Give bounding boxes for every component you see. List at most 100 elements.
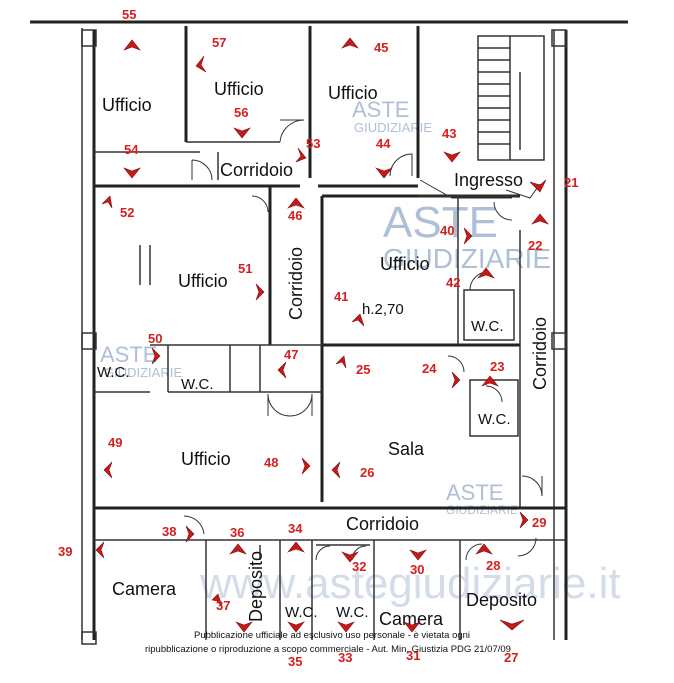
viewpoint-arrow-icon bbox=[287, 541, 305, 553]
viewpoint-arrow-icon bbox=[463, 227, 473, 245]
point-number: 44 bbox=[376, 136, 391, 151]
point-number: 53 bbox=[306, 136, 320, 151]
viewpoint-arrow-icon bbox=[477, 267, 495, 279]
point-number: 52 bbox=[120, 205, 134, 220]
walls bbox=[30, 20, 628, 645]
room-labels: Ufficio Ufficio Ufficio Corridoio Ingres… bbox=[97, 79, 550, 629]
viewpoint-arrow-icon bbox=[481, 375, 499, 387]
viewpoint-arrow-icon bbox=[287, 621, 305, 633]
point-number: 28 bbox=[486, 558, 500, 573]
point-numbers: 55 57 45 56 43 53 44 54 21 52 46 40 22 5… bbox=[58, 7, 578, 669]
viewpoint-arrow-icon bbox=[409, 549, 427, 561]
viewpoint-arrow-icon bbox=[101, 195, 113, 209]
doors bbox=[183, 119, 543, 561]
point-number: 39 bbox=[58, 544, 72, 559]
viewpoint-arrow-icon bbox=[403, 621, 421, 633]
footer-line-1: Pubblicazione ufficiale ad esclusivo uso… bbox=[194, 630, 470, 641]
viewpoint-arrow-icon bbox=[255, 283, 265, 301]
viewpoint-arrow-icon bbox=[301, 457, 311, 475]
point-number: 21 bbox=[564, 175, 578, 190]
viewpoint-arrow-icon bbox=[531, 213, 549, 225]
point-number: 26 bbox=[360, 465, 374, 480]
viewpoint-arrow-icon bbox=[295, 147, 307, 163]
viewpoint-arrow-icon bbox=[233, 127, 251, 139]
room-label: Corridoio bbox=[220, 160, 293, 180]
viewpoint-arrow-icon bbox=[475, 543, 493, 555]
point-number: 54 bbox=[124, 142, 139, 157]
point-number: 37 bbox=[216, 598, 230, 613]
room-label: Corridoio bbox=[530, 317, 550, 390]
point-number: 43 bbox=[442, 126, 456, 141]
watermark-aste: ASTE bbox=[100, 342, 157, 367]
room-label: Ufficio bbox=[214, 79, 264, 99]
room-label: W.C. bbox=[471, 318, 504, 335]
viewpoint-arrow-icon bbox=[211, 593, 223, 607]
watermark-layer: ASTE GIUDIZIARIE ASTE GIUDIZIARIE ASTE G… bbox=[100, 97, 621, 608]
watermark-giudiziarie: GIUDIZIARIE bbox=[354, 120, 432, 135]
room-label: Ingresso bbox=[454, 170, 523, 190]
point-number: 34 bbox=[288, 521, 303, 536]
point-number: 29 bbox=[532, 515, 546, 530]
viewpoint-arrow-icon bbox=[499, 619, 525, 631]
point-number: 47 bbox=[284, 347, 298, 362]
point-number: 27 bbox=[504, 650, 518, 665]
point-number: 23 bbox=[490, 359, 504, 374]
viewpoint-arrow-icon bbox=[195, 55, 207, 73]
room-label: W.C. bbox=[97, 364, 130, 381]
point-number: 22 bbox=[528, 238, 542, 253]
viewpoint-arrow-icon bbox=[529, 179, 547, 193]
point-number: 48 bbox=[264, 455, 278, 470]
point-number: 36 bbox=[230, 525, 244, 540]
viewpoint-arrow-icon bbox=[185, 525, 195, 543]
watermark-giudiziarie: GIUDIZIARIE bbox=[383, 243, 551, 274]
point-number: 24 bbox=[422, 361, 437, 376]
viewpoint-arrow-icon bbox=[151, 347, 161, 365]
viewpoint-arrow-icon bbox=[331, 461, 341, 479]
point-number: 41 bbox=[334, 289, 348, 304]
viewpoint-arrow-icon bbox=[277, 361, 287, 379]
point-number: 51 bbox=[238, 261, 252, 276]
viewpoint-arrow-icon bbox=[123, 167, 141, 179]
room-label: Ufficio bbox=[380, 254, 430, 274]
point-number: 31 bbox=[406, 648, 420, 663]
room-label: W.C. bbox=[285, 604, 318, 621]
footer-disclaimer: Pubblicazione ufficiale ad esclusivo uso… bbox=[145, 630, 511, 655]
point-number: 46 bbox=[288, 208, 302, 223]
point-number: 55 bbox=[122, 7, 136, 22]
point-number: 45 bbox=[374, 40, 388, 55]
watermark-aste: ASTE bbox=[446, 480, 503, 505]
room-label: Ufficio bbox=[178, 271, 228, 291]
point-number: 50 bbox=[148, 331, 162, 346]
viewpoint-arrow-icon bbox=[519, 511, 529, 529]
viewpoint-arrow-icon bbox=[341, 37, 359, 49]
room-label: Camera bbox=[112, 579, 177, 599]
viewpoint-arrow-icon bbox=[335, 355, 347, 369]
point-number: 33 bbox=[338, 650, 352, 665]
point-number: 57 bbox=[212, 35, 226, 50]
viewpoint-arrows bbox=[95, 37, 549, 633]
room-label: Ufficio bbox=[181, 449, 231, 469]
watermark-giudiziarie: GIUDIZIARIE bbox=[446, 503, 518, 517]
room-label: W.C. bbox=[181, 376, 214, 393]
viewpoint-arrow-icon bbox=[229, 543, 247, 555]
room-label: Sala bbox=[388, 439, 425, 459]
room-label: Deposito bbox=[246, 551, 266, 622]
viewpoint-arrow-icon bbox=[451, 371, 461, 389]
room-label: Deposito bbox=[466, 590, 537, 610]
ceiling-height: h.2,70 bbox=[362, 301, 404, 318]
point-number: 32 bbox=[352, 559, 366, 574]
point-number: 56 bbox=[234, 105, 248, 120]
room-label: Corridoio bbox=[346, 514, 419, 534]
watermark-aste: ASTE bbox=[383, 198, 498, 247]
viewpoint-arrow-icon bbox=[443, 151, 461, 163]
viewpoint-arrow-icon bbox=[341, 551, 359, 563]
room-label: Camera bbox=[379, 609, 444, 629]
viewpoint-arrow-icon bbox=[375, 167, 393, 179]
room-label: W.C. bbox=[336, 604, 369, 621]
staircase bbox=[477, 35, 545, 161]
viewpoint-arrow-icon bbox=[95, 541, 105, 559]
room-label: Corridoio bbox=[286, 247, 306, 320]
watermark-site: www.astegiudiziarie.it bbox=[199, 559, 621, 608]
